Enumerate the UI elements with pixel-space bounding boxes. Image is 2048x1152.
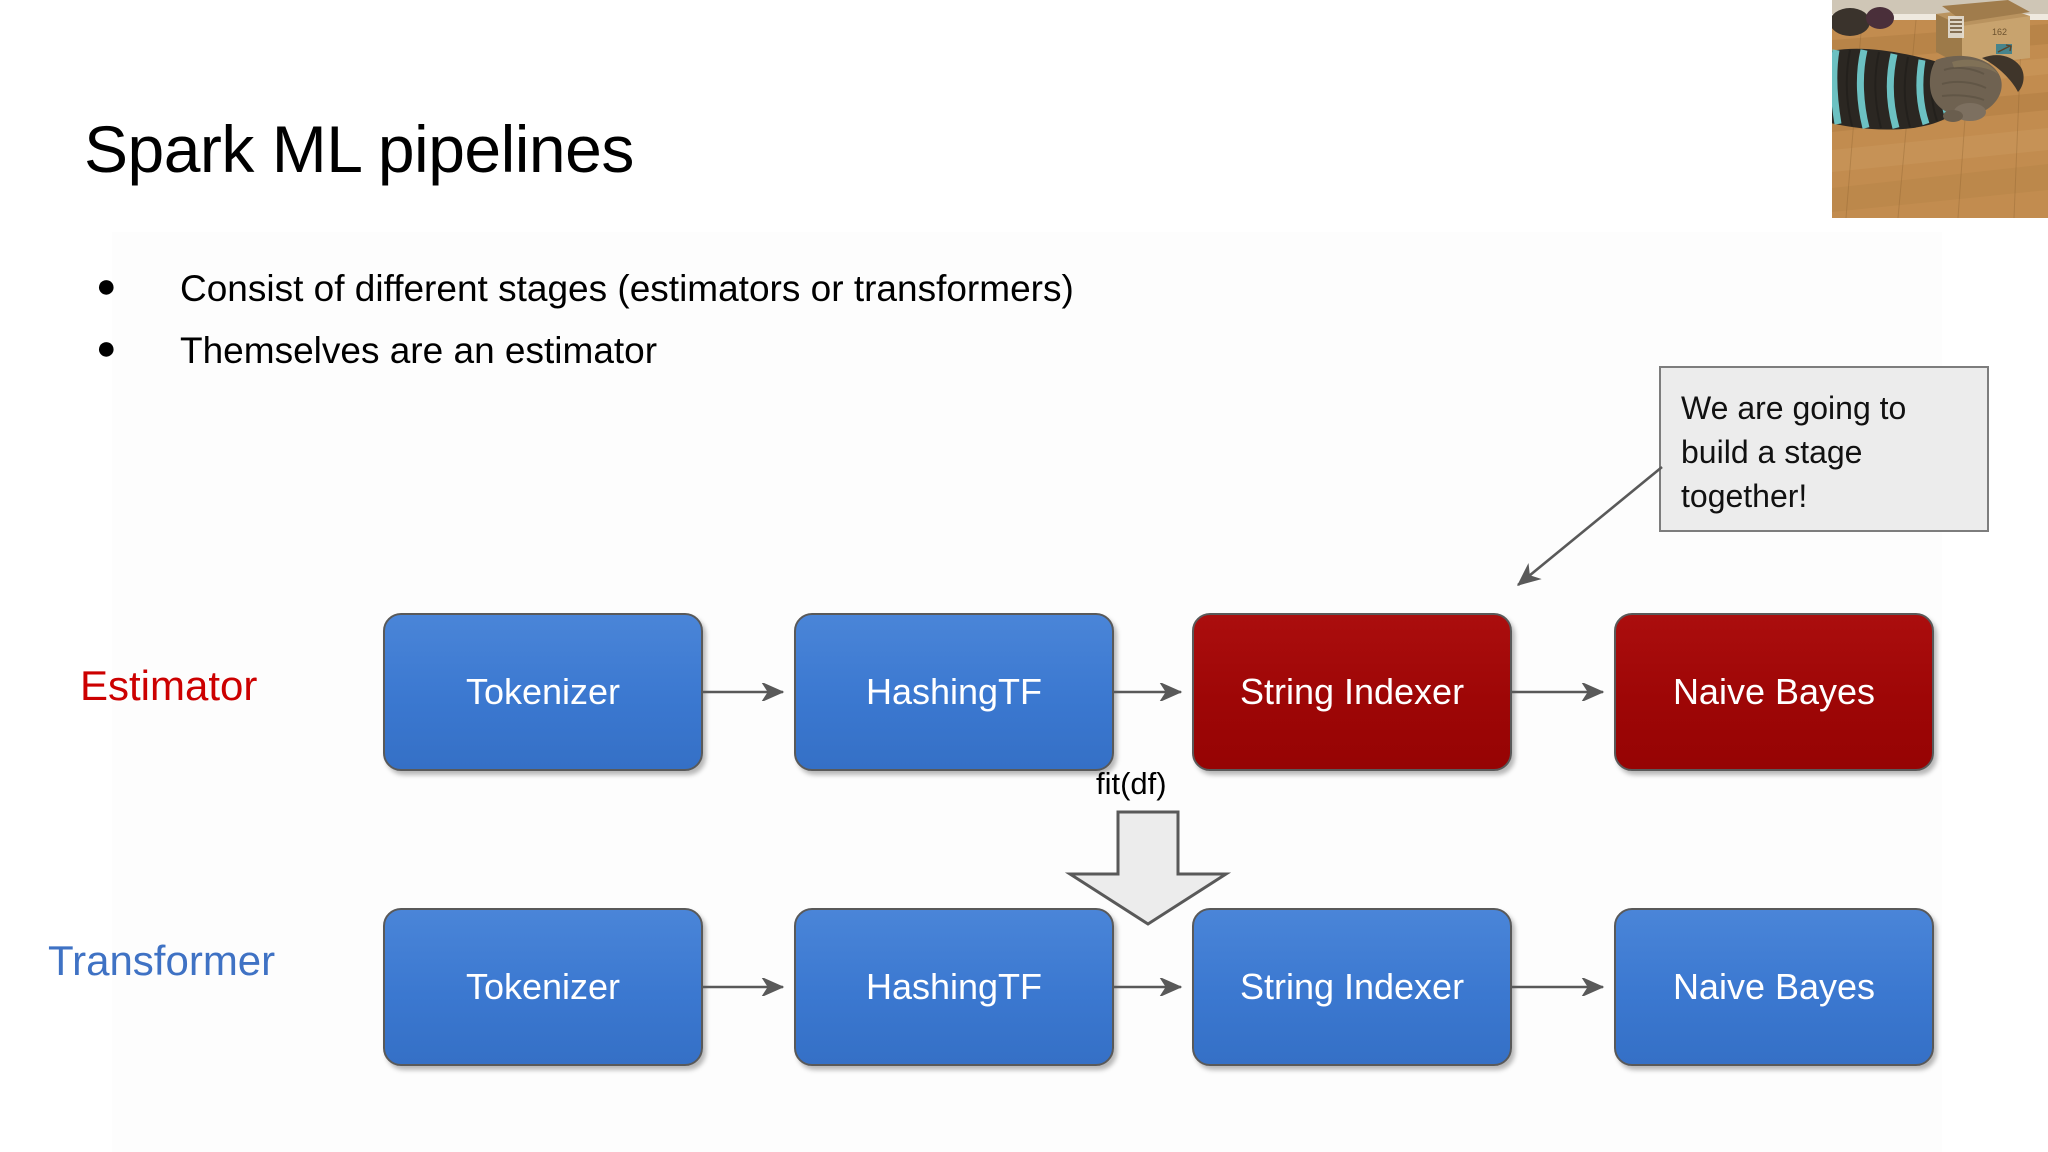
stage-label: Naive Bayes [1672, 966, 1876, 1007]
bullet-text: Themselves are an estimator [180, 330, 658, 371]
stage-box-hashingtf-transformer[interactable]: HashingTF [794, 908, 1114, 1066]
stage-label: Tokenizer [465, 966, 621, 1007]
stage-box-naive-bayes-estimator[interactable]: Naive Bayes [1614, 613, 1934, 771]
stage-box-tokenizer-transformer[interactable]: Tokenizer [383, 908, 703, 1066]
callout-box: We are going to build a stage together! [1659, 366, 1989, 532]
bullet-list: ● Consist of different stages (estimator… [96, 268, 1496, 392]
callout-text: We are going to build a stage together! [1681, 390, 1907, 514]
bullet-dot-icon: ● [96, 329, 117, 367]
fit-df-label: fit(df) [1096, 766, 1167, 801]
bullet-text: Consist of different stages (estimators … [180, 268, 1074, 309]
stage-label: String Indexer [1239, 966, 1465, 1007]
stage-box-hashingtf-estimator[interactable]: HashingTF [794, 613, 1114, 771]
stage-label: HashingTF [865, 671, 1043, 712]
row-label-transformer: Transformer [48, 937, 276, 984]
list-item: ● Consist of different stages (estimator… [96, 268, 1496, 330]
bullet-dot-icon: ● [96, 267, 117, 305]
stage-box-string-indexer-transformer[interactable]: String Indexer [1192, 908, 1512, 1066]
list-item: ● Themselves are an estimator [96, 330, 1496, 392]
stage-box-string-indexer-estimator[interactable]: String Indexer [1192, 613, 1512, 771]
stage-label: Tokenizer [465, 671, 621, 712]
cat-tunnel-photo: 162 [1832, 0, 2048, 218]
row-label-estimator: Estimator [80, 662, 258, 709]
stage-label: HashingTF [865, 966, 1043, 1007]
box-marking-text: 162 [1992, 27, 2007, 37]
stage-label: String Indexer [1239, 671, 1465, 712]
stage-box-naive-bayes-transformer[interactable]: Naive Bayes [1614, 908, 1934, 1066]
stage-label: Naive Bayes [1672, 671, 1876, 712]
page-title: Spark ML pipelines [84, 112, 634, 186]
stage-box-tokenizer-estimator[interactable]: Tokenizer [383, 613, 703, 771]
